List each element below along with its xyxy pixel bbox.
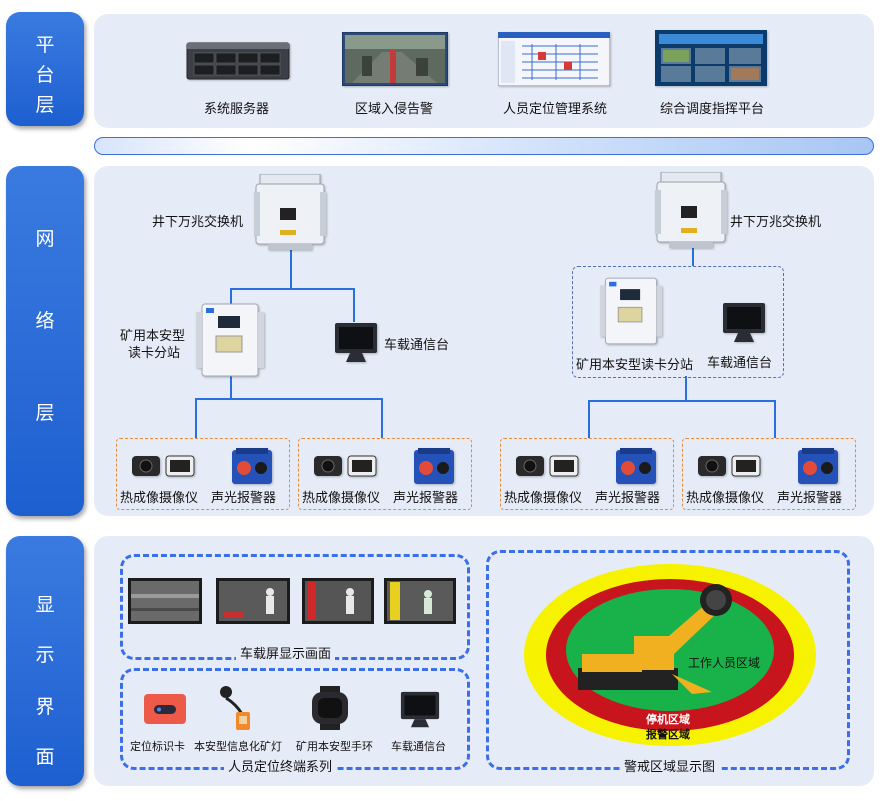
left-group2-line — [381, 398, 383, 438]
warning-zone-caption: 警戒区域显示图 — [620, 756, 720, 775]
left-group1-line — [195, 398, 197, 438]
thermal-camera-label-4: 热成像摄像仪 — [686, 491, 765, 506]
thermal-camera-label-3: 热成像摄像仪 — [504, 491, 583, 506]
network-layer-char-2: 络 — [35, 310, 55, 332]
thermal-camera-icon-1 — [132, 455, 195, 477]
display-layer-char-2: 示 — [35, 644, 55, 666]
device-group-box-3 — [500, 438, 674, 510]
thermal-screen-2-icon — [216, 578, 290, 624]
right-vehicle-terminal-icon — [723, 303, 765, 342]
intrusion-alert-screen-icon — [342, 32, 448, 86]
thermal-camera-icon-4 — [698, 455, 761, 477]
alarm-zone-label: 报警区域 — [646, 728, 690, 741]
sound-light-alarm-label-2: 声光报警器 — [393, 491, 459, 506]
right-group2-line — [774, 400, 776, 438]
warning-zone-diagram — [524, 564, 816, 746]
terminal-item-label-1: 定位标识卡 — [130, 740, 185, 753]
terminal-item-label-2: 本安型信息化矿灯 — [194, 740, 282, 753]
right-switch-label: 井下万兆交换机 — [730, 215, 822, 230]
right-switch-icon — [655, 172, 727, 248]
left-branch-horizontal-line — [230, 288, 354, 290]
platform-item-label-1: 系统服务器 — [204, 102, 270, 117]
left-switch-down-line — [290, 248, 292, 288]
sound-light-alarm-label-3: 声光报警器 — [595, 491, 661, 506]
platform-layer-tab: 平 台 层 — [6, 12, 84, 126]
network-layer-tab: 网 络 层 — [6, 166, 84, 516]
work-zone-label: 工作人员区域 — [688, 656, 761, 670]
wristband-icon — [312, 686, 348, 730]
sound-light-alarm-label-1: 声光报警器 — [211, 491, 277, 506]
left-switch-icon — [254, 174, 326, 250]
right-vehicle-terminal-label: 车载通信台 — [707, 356, 773, 371]
stop-zone-label: 停机区域 — [646, 713, 690, 726]
display-layer-char-1: 显 — [35, 594, 55, 616]
device-group-box-2 — [298, 438, 472, 510]
right-box-down-line — [685, 376, 687, 400]
right-card-reader-icon — [600, 277, 662, 345]
left-vehicle-terminal-label: 车载通信台 — [384, 338, 450, 353]
left-card-reader-label-2: 读卡分站 — [128, 346, 181, 361]
right-switch-down-line — [692, 244, 694, 266]
thermal-camera-label-2: 热成像摄像仪 — [302, 491, 381, 506]
platform-layer-char-3: 层 — [35, 94, 55, 116]
sound-light-alarm-label-4: 声光报警器 — [777, 491, 843, 506]
left-vehicle-up-line — [353, 288, 355, 322]
ring-network-bar — [94, 137, 874, 155]
left-reader-up-line — [230, 288, 232, 304]
platform-layer-char-2: 台 — [35, 64, 55, 86]
thermal-camera-icon-3 — [516, 455, 579, 477]
terminal-series-caption: 人员定位终端系列 — [224, 756, 337, 775]
dispatch-platform-screen-icon — [655, 30, 767, 86]
thermal-camera-label-1: 热成像摄像仪 — [120, 491, 199, 506]
left-vehicle-terminal-icon — [335, 323, 377, 362]
thermal-camera-icon-2 — [314, 455, 377, 477]
display-layer-char-4: 面 — [35, 746, 55, 768]
right-reader-group-box — [572, 266, 784, 378]
right-group1-line — [588, 400, 590, 438]
left-reader-down-line — [230, 376, 232, 398]
thermal-screen-1-icon — [128, 578, 202, 624]
vehicle-screen-caption: 车载屏显示画面 — [236, 643, 336, 662]
device-group-box-1 — [116, 438, 290, 510]
thermal-screen-3-icon — [302, 578, 374, 624]
left-card-reader-label-1: 矿用本安型 — [120, 329, 186, 344]
network-layer-char-1: 网 — [35, 228, 55, 250]
sound-light-alarm-icon-1 — [232, 448, 272, 484]
right-card-reader-label: 矿用本安型读卡分站 — [576, 358, 694, 373]
network-layer-char-3: 层 — [35, 402, 55, 424]
platform-layer-char-1: 平 — [35, 34, 55, 56]
device-group-box-4 — [682, 438, 856, 510]
server-icon — [186, 42, 290, 80]
terminal-vehicle-icon — [400, 691, 440, 728]
right-group-horizontal-line — [588, 400, 776, 402]
sound-light-alarm-icon-2 — [414, 448, 454, 484]
mining-lamp-icon — [220, 686, 250, 730]
left-card-reader-icon — [196, 303, 264, 377]
platform-item-label-2: 区域入侵告警 — [355, 102, 434, 117]
left-group-horizontal-line — [195, 398, 383, 400]
platform-item-label-3: 人员定位管理系统 — [503, 102, 608, 117]
terminal-item-label-4: 车载通信台 — [391, 740, 446, 753]
display-layer-char-3: 界 — [35, 696, 55, 718]
terminal-item-label-3: 矿用本安型手环 — [296, 740, 373, 753]
positioning-system-screen-icon — [498, 32, 610, 86]
sound-light-alarm-icon-4 — [798, 448, 838, 484]
left-switch-label: 井下万兆交换机 — [152, 215, 244, 230]
thermal-screen-4-icon — [384, 578, 456, 624]
display-layer-tab: 显 示 界 面 — [6, 536, 84, 786]
sound-light-alarm-icon-3 — [616, 448, 656, 484]
positioning-card-icon — [144, 694, 186, 724]
platform-item-label-4: 综合调度指挥平台 — [660, 102, 765, 117]
roadheader-machine-icon — [578, 584, 732, 694]
